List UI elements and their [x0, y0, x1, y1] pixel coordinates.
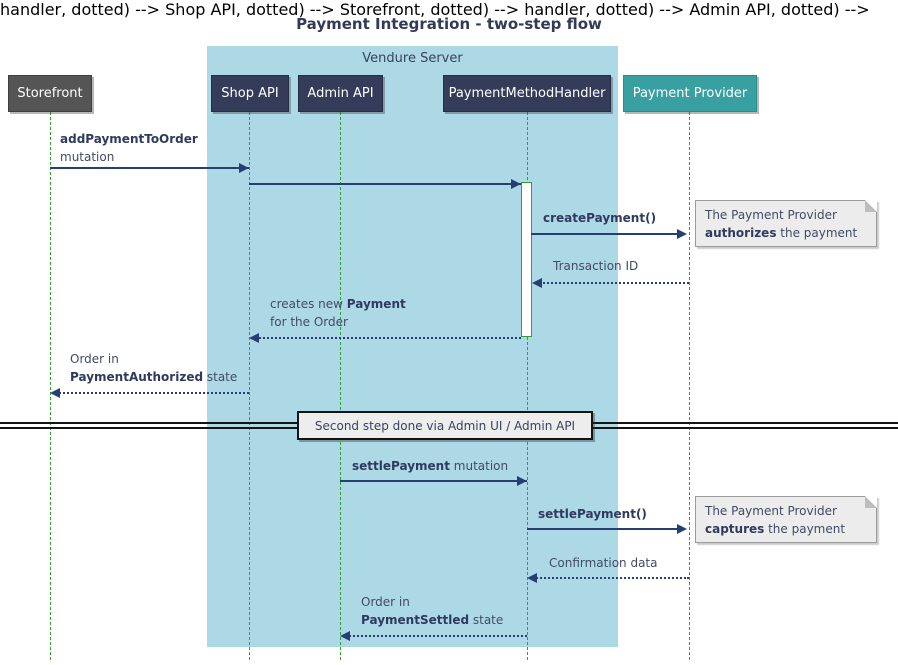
- message-order-authorized-label: Order in PaymentAuthorized state: [70, 352, 238, 384]
- participant-admin-api: Admin API: [298, 75, 383, 112]
- message-shopapi-to-handler-line: [249, 183, 521, 185]
- lifeline-shop-api: [249, 112, 250, 660]
- message-create-payment-arrowhead: [677, 229, 687, 239]
- participant-payment-provider: Payment Provider: [623, 75, 757, 112]
- message-transaction-id-label: Transaction ID: [553, 259, 639, 273]
- message-settle-mutation-label: settlePayment mutation: [352, 459, 509, 473]
- message-shopapi-to-handler-arrowhead: [511, 179, 521, 189]
- section-divider: Second step done via Admin UI / Admin AP…: [297, 411, 593, 440]
- message-order-authorized-arrowhead: [50, 388, 60, 398]
- diagram-title: Payment Integration - two-step flow: [296, 15, 602, 33]
- participant-storefront-label: Storefront: [17, 86, 83, 101]
- message-confirmation-arrowhead: [527, 573, 537, 583]
- lifeline-admin-api: [340, 112, 341, 660]
- note-authorize: The Payment Provider authorizes the paym…: [695, 200, 877, 247]
- message-add-payment-label: addPaymentToOrder mutation: [60, 132, 198, 164]
- message-settle-call-line: [527, 528, 680, 530]
- message-creates-payment-arrowhead: [249, 333, 259, 343]
- vendure-server-label: Vendure Server: [362, 51, 463, 66]
- message-create-payment-label: createPayment(): [543, 211, 657, 225]
- lifeline-storefront: [50, 112, 51, 660]
- vendure-server-container: [207, 46, 618, 647]
- participant-payment-method-handler-label: PaymentMethodHandler: [448, 86, 606, 101]
- participant-payment-method-handler: PaymentMethodHandler: [443, 75, 611, 112]
- section-divider-label: Second step done via Admin UI / Admin AP…: [314, 418, 576, 433]
- message-creates-payment-label: creates new Payment for the Order: [270, 297, 406, 329]
- message-transaction-id-line: [534, 282, 689, 284]
- note-fold-icon: [865, 496, 877, 508]
- message-order-settled-line: [342, 635, 527, 637]
- message-order-settled-arrowhead: [340, 631, 350, 641]
- message-creates-payment-line: [251, 337, 521, 339]
- message-settle-call-arrowhead: [677, 524, 687, 534]
- note-capture: The Payment Provider captures the paymen…: [695, 496, 877, 543]
- message-order-settled-label: Order in PaymentSettled state: [361, 595, 504, 627]
- participant-admin-api-label: Admin API: [307, 86, 374, 101]
- participant-shop-api-label: Shop API: [221, 86, 279, 101]
- participant-shop-api: Shop API: [211, 75, 289, 112]
- message-order-authorized-line: [52, 392, 249, 394]
- participant-storefront: Storefront: [8, 75, 92, 112]
- message-confirmation-label: Confirmation data: [549, 556, 658, 570]
- lifeline-payment-method-handler: [527, 112, 528, 660]
- lifeline-payment-provider: [689, 112, 690, 660]
- message-settle-mutation-arrowhead: [517, 476, 527, 486]
- note-fold-icon: [865, 200, 877, 212]
- message-create-payment-line: [531, 233, 680, 235]
- message-confirmation-line: [529, 577, 689, 579]
- activation-bar-payment-method-handler: [521, 182, 532, 337]
- message-settle-mutation-line: [340, 480, 527, 482]
- message-settle-call-label: settlePayment(): [538, 507, 647, 521]
- participant-payment-provider-label: Payment Provider: [632, 86, 748, 101]
- message-transaction-id-arrowhead: [532, 278, 542, 288]
- message-add-payment-line: [50, 167, 249, 169]
- message-add-payment-arrowhead: [239, 163, 249, 173]
